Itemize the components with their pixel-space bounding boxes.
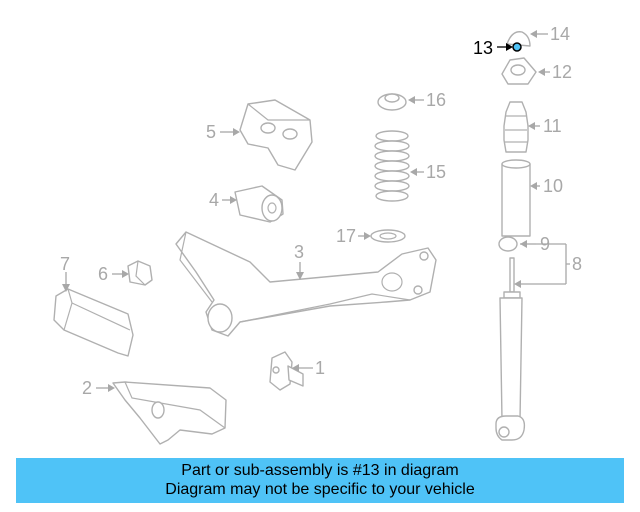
callout-1: 1 — [315, 358, 325, 378]
callout-3: 3 — [294, 242, 304, 262]
callout-15: 15 — [426, 162, 446, 182]
part-9-washer — [498, 236, 518, 252]
callout-6: 6 — [98, 264, 108, 284]
callout-14: 14 — [550, 24, 570, 44]
part-4-bushing — [234, 185, 284, 223]
banner-line-1: Part or sub-assembly is #13 in diagram — [181, 462, 459, 479]
part-13-nut — [512, 42, 522, 52]
banner-line-2: Diagram may not be specific to your vehi… — [165, 481, 475, 498]
part-16-bump-stop — [377, 93, 407, 111]
part-14-cap — [506, 31, 531, 47]
callout-11: 11 — [543, 116, 562, 136]
callout-8: 8 — [572, 254, 582, 274]
part-8-shock-absorber — [495, 257, 526, 441]
callout-2: 2 — [82, 378, 92, 398]
part-15-coil-spring — [374, 130, 410, 202]
part-1-hub — [269, 351, 304, 391]
callout-7: 7 — [60, 254, 70, 274]
part-3-axle-beam — [175, 231, 437, 337]
parts-diagram: 1 2 3 4 5 6 7 8 9 10 11 12 13 14 15 16 1… — [53, 24, 582, 445]
part-12-mount — [501, 57, 537, 85]
callout-13: 13 — [473, 38, 493, 58]
part-6-mount — [127, 260, 153, 286]
part-2-bracket — [112, 381, 227, 445]
part-10-dust-cover — [501, 159, 531, 237]
callout-10: 10 — [543, 176, 563, 196]
part-17-spring-seat — [370, 229, 406, 243]
part-info-banner: Part or sub-assembly is #13 in diagram D… — [16, 458, 624, 503]
callout-4: 4 — [209, 190, 219, 210]
callout-16: 16 — [426, 90, 446, 110]
callout-5: 5 — [206, 122, 216, 142]
callout-12: 12 — [552, 62, 572, 82]
callout-leaders — [62, 30, 570, 392]
part-11-boot — [503, 101, 529, 153]
part-5-bracket — [239, 99, 313, 171]
callout-9: 9 — [540, 234, 550, 254]
part-7-bracket — [53, 288, 134, 357]
callout-17: 17 — [336, 226, 356, 246]
